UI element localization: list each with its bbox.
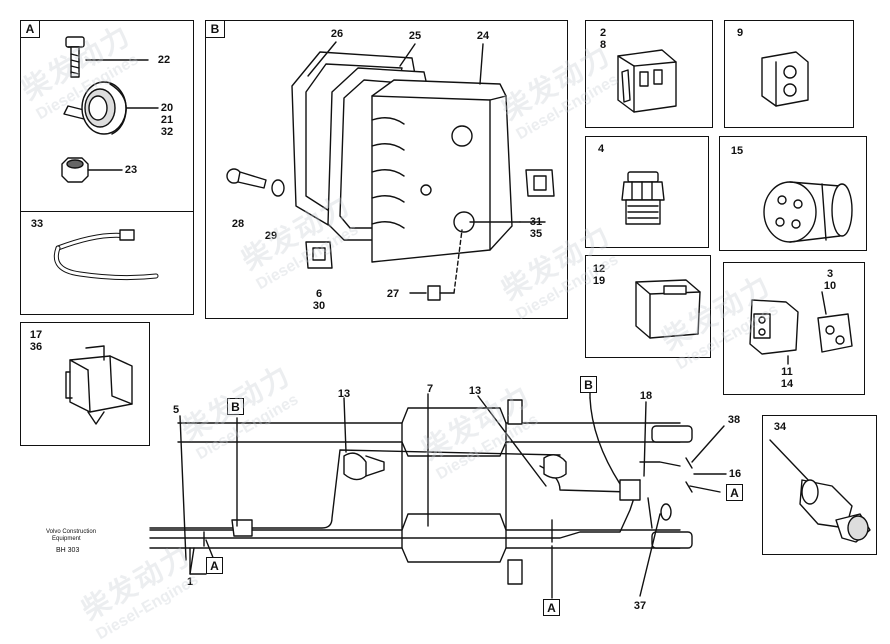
part-label-15: 15 <box>730 145 744 157</box>
part-label-23: 23 <box>124 164 138 176</box>
part-label-20-21-32: 20 21 32 <box>160 102 174 138</box>
caption-line-1: Volvo Construction <box>46 529 97 535</box>
part-label-28: 28 <box>231 218 245 230</box>
connector-12-drawing <box>635 279 701 339</box>
panel-connector-4 <box>585 136 709 248</box>
panel-connector-12 <box>585 255 711 358</box>
caption-code: BH 303 <box>56 547 80 554</box>
panel-b-letter: B <box>205 20 225 38</box>
callout-b-left: B <box>227 398 244 415</box>
part-label-31-35: 31 35 <box>529 216 543 240</box>
electrical-box-drawing <box>226 41 555 301</box>
harness-label-7: 7 <box>426 383 434 395</box>
panel-sensor-34 <box>762 415 877 555</box>
panel-connector-9 <box>724 20 854 128</box>
panel-connector-17 <box>20 322 150 446</box>
panel-connector-15 <box>719 136 867 251</box>
harness-drawing <box>149 391 727 599</box>
part-label-34: 34 <box>773 421 787 433</box>
callout-a-left: A <box>206 557 223 574</box>
callout-b-right: B <box>580 376 597 393</box>
panel-connector-3 <box>723 262 865 395</box>
part-label-9: 9 <box>736 27 744 39</box>
panel-b: B <box>205 20 568 319</box>
connector-4-drawing <box>621 171 665 225</box>
harness-label-13-left: 13 <box>337 388 351 400</box>
cable-tie-drawing <box>53 229 159 281</box>
harness-label-38: 38 <box>727 414 741 426</box>
harness-label-1: 1 <box>186 576 194 588</box>
connector-15-drawing <box>763 181 853 243</box>
panel-connector-2 <box>585 20 713 128</box>
part-label-24: 24 <box>476 30 490 42</box>
part-label-4: 4 <box>597 143 605 155</box>
part-label-27: 27 <box>386 288 400 300</box>
part-label-6-30: 6 30 <box>312 288 326 312</box>
harness-label-16: 16 <box>728 468 742 480</box>
part-label-25: 25 <box>408 30 422 42</box>
panel-cable-tie <box>20 211 194 315</box>
connector-17-drawing <box>65 345 133 425</box>
part-label-26: 26 <box>330 28 344 40</box>
part-label-17-36: 17 36 <box>29 329 43 353</box>
part-label-3-10: 3 10 <box>823 268 837 292</box>
part-label-29: 29 <box>264 230 278 242</box>
part-label-2-8: 2 8 <box>599 27 607 51</box>
connector-9-drawing <box>761 51 809 107</box>
callout-a-right: A <box>726 484 743 501</box>
part-label-11-14: 11 14 <box>780 366 794 390</box>
callout-a-bottom: A <box>543 599 560 616</box>
harness-label-5: 5 <box>172 404 180 416</box>
connector-3-drawing <box>749 291 853 365</box>
part-label-12-19: 12 19 <box>592 263 606 287</box>
harness-label-13-right: 13 <box>468 385 482 397</box>
panel-a-letter: A <box>20 20 40 38</box>
part-label-33: 33 <box>30 218 44 230</box>
sensor-34-drawing <box>769 439 871 543</box>
harness-label-37: 37 <box>633 600 647 612</box>
connector-2-drawing <box>617 49 677 113</box>
bolt-grommet-drawing <box>61 36 159 183</box>
harness-label-18: 18 <box>639 390 653 402</box>
part-label-22: 22 <box>157 54 171 66</box>
caption-line-2: Equipment <box>52 536 81 542</box>
